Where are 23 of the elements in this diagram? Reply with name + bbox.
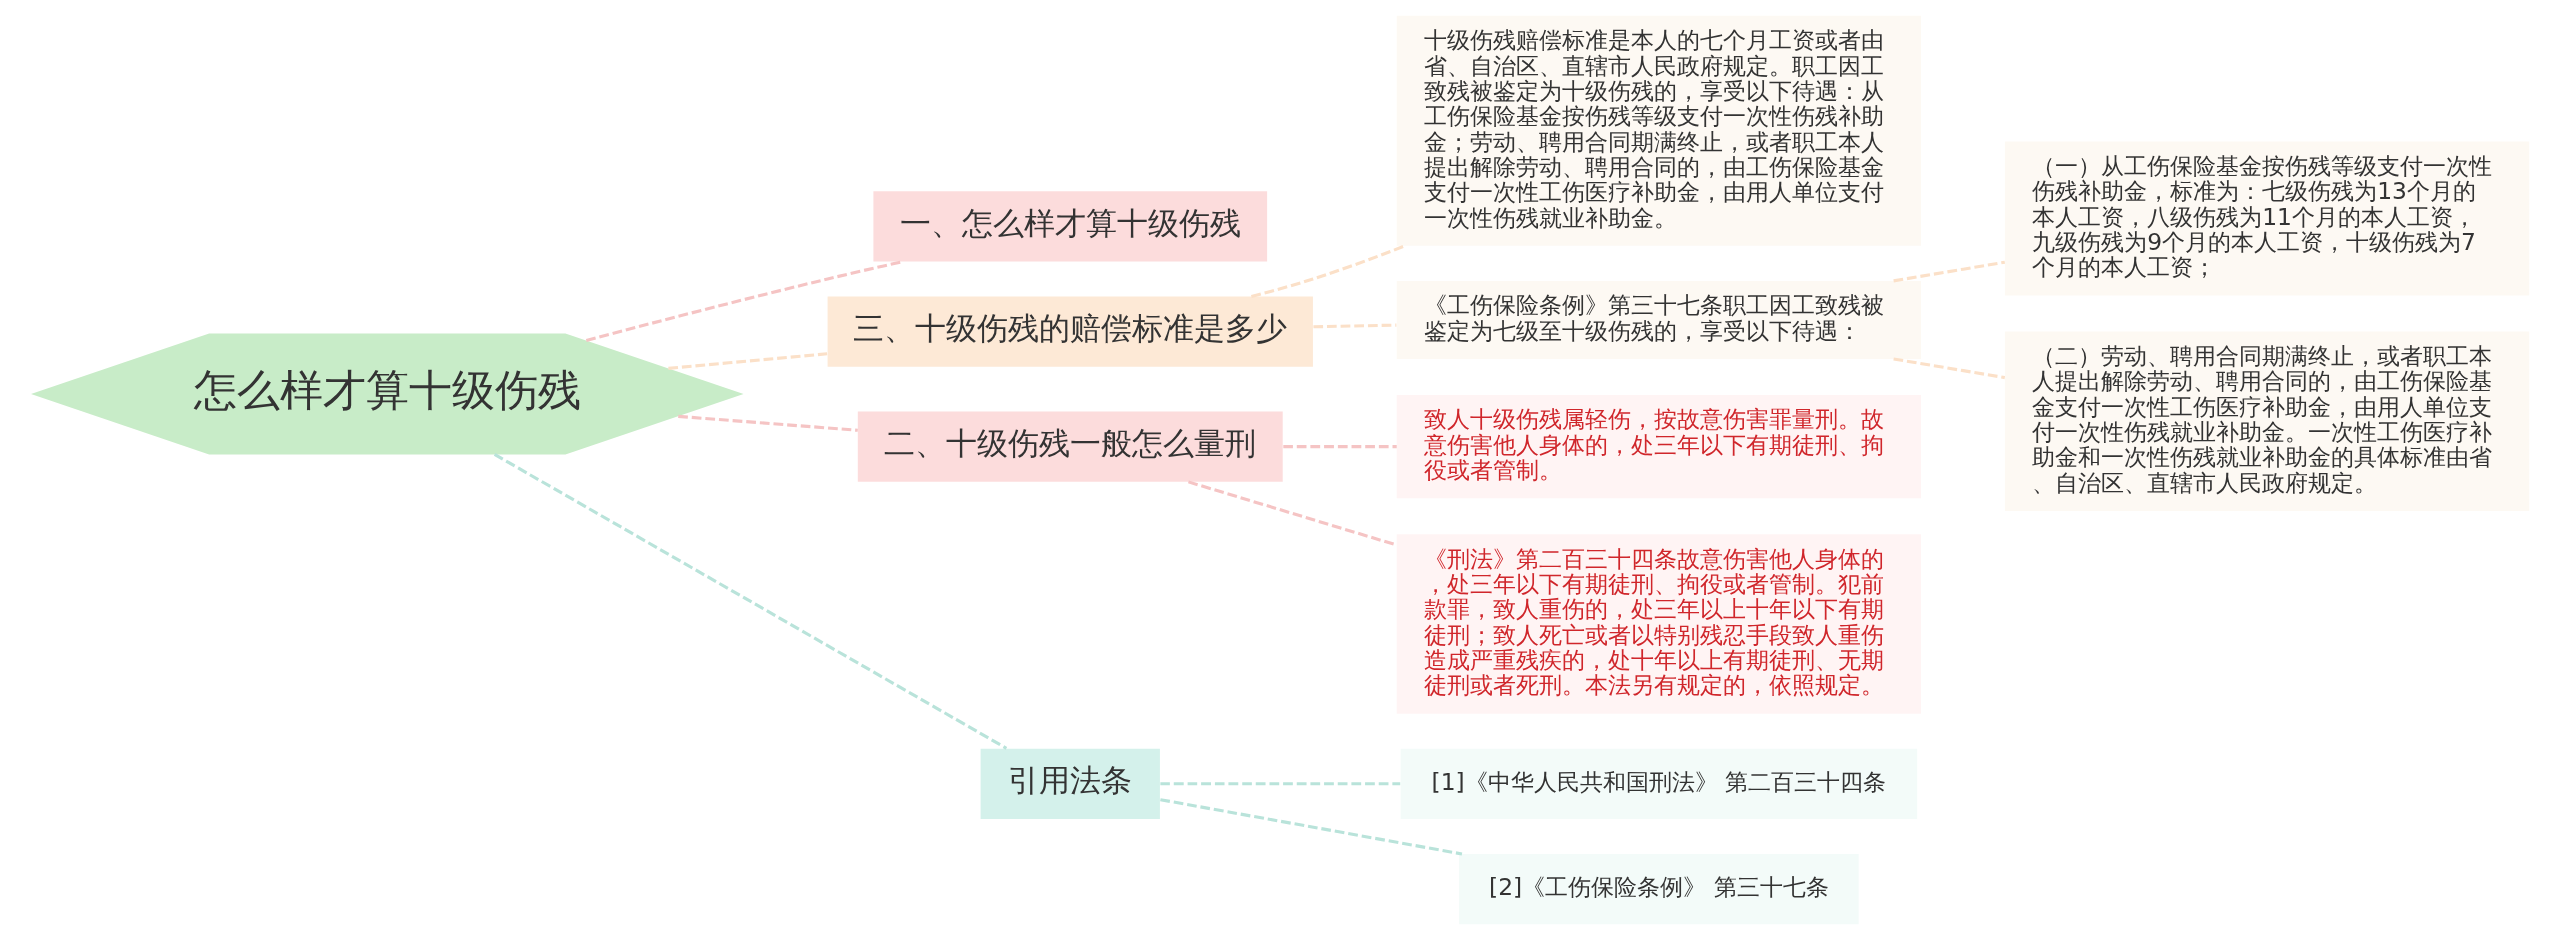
node-box: [2]《工伤保险条例》 第三十七条 [1459,854,1859,925]
connector [1160,798,1463,856]
connector [585,260,904,342]
connector [1283,445,1397,449]
node-box: 三、十级伤残的赔偿标准是多少 [827,296,1313,367]
node-box: 致人十级伤残属轻伤，按故意伤害罪量刑。故意伤害他人身体的，处三年以下有期徒刑、拘役或者管制。 [1396,394,1922,499]
connector [1893,357,2006,380]
node-box: 二、十级伤残一般怎么量刑 [857,411,1283,482]
connector [1250,244,1406,298]
node-box: 引用法条 [980,748,1160,819]
node-box: [1]《中华人民共和国刑法》 第二百三十四条 [1400,748,1918,819]
node-box: （一）从工伤保险基金按伤残等级支付一次性伤残补助金，标准为：七级伤残为13个月的本人工资，八级伤残为11个月的本人工资，九级伤残为9个月的本人工资，十级伤残为7个月的本人工资； [2004,141,2530,296]
connector [1313,323,1397,329]
node-box: 一、怎么样才算十级伤残 [873,191,1268,262]
node-box: 《工伤保险条例》第三十七条职工因工致残被鉴定为七级至十级伤残的，享受以下待遇： [1396,280,1922,359]
connector [493,453,1008,750]
node-box: 十级伤残赔偿标准是本人的七个月工资或者由省、自治区、直辖市人民政府规定。职工因工致残被鉴定为十级伤残的，享受以下待遇：从工伤保险基金按伤残等级支付一次性伤残补助金；劳动、聘用合同期满终止，或者职工本人提出解除劳动、聘用合同的，由工伤保险基金支付一次性工伤医疗补助金，由用人单位支付一次性伤残就业补助金。 [1396,15,1922,246]
connector [668,352,828,370]
connector [1160,782,1401,786]
connector [1893,260,2006,283]
node-box: （二）劳动、聘用合同期满终止，或者职工本人提出解除劳动、聘用合同的，由工伤保险基金支付一次性工伤医疗补助金，由用人单位支付一次性伤残就业补助金。一次性工伤医疗补助金和一次性伤残就业补助金的具体标准由省、自治区、直辖市人民政府规定。 [2004,331,2530,511]
connector [678,414,858,432]
connector [1188,480,1397,547]
